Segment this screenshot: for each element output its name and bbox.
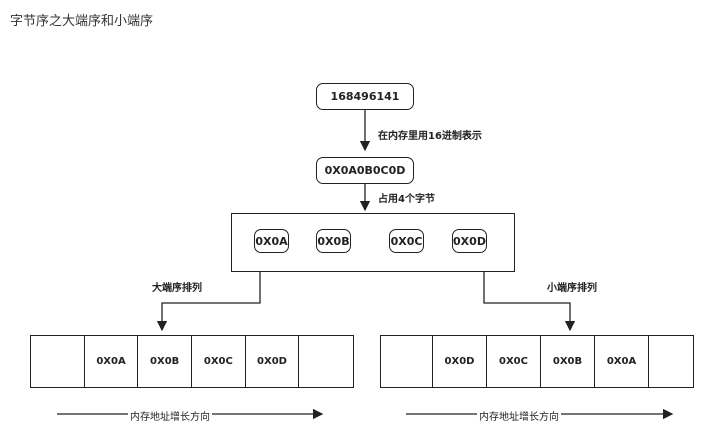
step1-label: 在内存里用16进制表示: [378, 131, 482, 142]
memory-cell: 0X0D: [433, 336, 487, 387]
little-endian-memory-row: 0X0D 0X0C 0X0B 0X0A: [380, 335, 694, 388]
byte-label: 0X0C: [390, 234, 423, 248]
byte-box-3: 0X0C: [389, 229, 424, 253]
diagram-title: 字节序之大端序和小端序: [10, 14, 154, 29]
byte-label: 0X0B: [317, 234, 350, 248]
memory-cell: [299, 336, 353, 387]
byte-box-1: 0X0A: [254, 229, 289, 253]
memory-cell: 0X0A: [85, 336, 139, 387]
arrow-to-big-endian: [156, 272, 261, 332]
memory-cell: 0X0B: [138, 336, 193, 387]
memory-cell: 0X0A: [595, 336, 649, 387]
memory-cell: 0X0B: [541, 336, 595, 387]
byte-label: 0X0D: [453, 234, 486, 248]
memory-cell: 0X0C: [192, 336, 246, 387]
byte-box-4: 0X0D: [452, 229, 487, 253]
big-endian-memory-row: 0X0A 0X0B 0X0C 0X0D: [30, 335, 354, 388]
memory-cell: [381, 336, 433, 387]
little-endian-axis-label: 内存地址增长方向: [477, 408, 561, 423]
memory-cell: [649, 336, 692, 387]
byte-box-2: 0X0B: [316, 229, 351, 253]
little-endian-label: 小端序排列: [547, 283, 597, 294]
hex-value-box: 0X0A0B0C0D: [316, 157, 414, 184]
big-endian-label: 大端序排列: [152, 283, 202, 294]
arrow-to-little-endian: [483, 272, 576, 332]
memory-cell: 0X0C: [487, 336, 541, 387]
big-endian-axis-label: 内存地址增长方向: [128, 408, 212, 423]
decimal-value-box: 168496141: [316, 83, 414, 110]
decimal-value: 168496141: [330, 90, 400, 103]
hex-value: 0X0A0B0C0D: [324, 164, 406, 177]
byte-label: 0X0A: [255, 234, 288, 248]
memory-cell: [31, 336, 85, 387]
step2-label: 占用4个字节: [378, 194, 435, 205]
memory-cell: 0X0D: [246, 336, 300, 387]
